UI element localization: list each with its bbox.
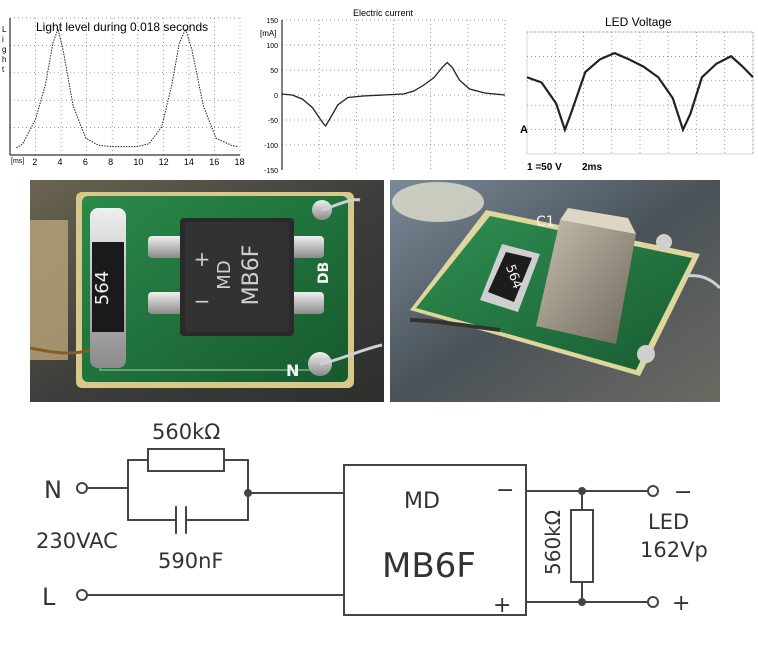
light-ylabel: Light — [2, 25, 7, 74]
smd-capacitor-top — [560, 208, 636, 234]
current-y-tick-label: 50 — [270, 68, 278, 75]
voltage-series-line — [526, 51, 754, 134]
bridge-box — [343, 464, 527, 616]
smd-resistor — [488, 252, 532, 302]
light-x-tick-label: 2 — [32, 157, 37, 167]
photo-left-svg: 564 MD MB6F + − DB N — [30, 180, 384, 402]
led-lens — [392, 182, 484, 222]
light-ylabel-letter: i — [2, 35, 4, 44]
label-resistor-top: 560kΩ — [152, 420, 220, 444]
circuit-schematic: N L 230VAC 560kΩ 590nF MD MB6F − + 560kΩ… — [0, 405, 758, 648]
voltage-time: 2ms — [582, 162, 602, 173]
board-mark-n: N — [286, 361, 299, 380]
label-led: LED — [648, 510, 689, 534]
light-x-tick-label: 16 — [209, 157, 219, 167]
current-y-tick-label: -100 — [264, 143, 278, 150]
schematic-svg: N L 230VAC 560kΩ 590nF MD MB6F − + 560kΩ… — [36, 420, 708, 618]
resistor-right-symbol — [570, 509, 594, 583]
current-unit: [mA] — [260, 29, 276, 38]
terminal-n — [76, 482, 88, 494]
photo-capacitor-board: 564 C1 — [390, 180, 720, 402]
label-out-plus: + — [672, 591, 690, 616]
label-resistor-right: 560kΩ — [541, 510, 565, 575]
terminal-out-plus — [647, 596, 659, 608]
solder-joint — [637, 345, 655, 363]
board-mark-db: DB — [316, 262, 332, 284]
light-x-tick-label: 4 — [58, 157, 63, 167]
current-y-tick-label: 100 — [266, 43, 278, 50]
chip-minus-mark: − — [194, 289, 211, 313]
lead-wire — [685, 274, 720, 290]
light-grid — [10, 17, 241, 155]
light-ylabel-letter: t — [2, 65, 5, 74]
light-x-ticks: 2 4 6 8 10 12 14 16 18 — [32, 157, 244, 167]
current-series-line — [281, 61, 506, 128]
photo-bridge-rectifier: 564 MD MB6F + − DB N — [30, 180, 384, 402]
chip-label-mb6f: MB6F — [239, 245, 264, 306]
light-chart: Light level during 0.018 seconds Light [… — [2, 17, 244, 167]
light-ylabel-letter: g — [2, 45, 6, 54]
chip-leg — [148, 292, 190, 314]
label-chip-minus: − — [496, 478, 514, 503]
label-voltage: 230VAC — [36, 529, 118, 553]
charts-svg: Light level during 0.018 seconds Light [… — [2, 8, 754, 175]
label-n: N — [44, 476, 62, 504]
light-x-tick-label: 14 — [184, 157, 194, 167]
voltage-scale: 1 =50 V — [527, 162, 562, 173]
chip-leg — [148, 236, 190, 258]
photo-right-svg: 564 C1 — [390, 180, 720, 402]
light-title: Light level during 0.018 seconds — [36, 20, 208, 34]
lead-wire — [319, 343, 383, 366]
light-unit: [ms] — [11, 158, 24, 165]
voltage-marker: A — [520, 124, 528, 136]
current-grid — [282, 19, 506, 170]
light-ylabel-letter: h — [2, 55, 6, 64]
cap-silkscreen-label: C1 — [536, 214, 555, 230]
label-led-voltage: 162Vp — [640, 538, 708, 562]
voltage-grid — [527, 31, 754, 154]
current-y-tick-label: -150 — [264, 168, 278, 175]
label-chip-mb6f: MB6F — [382, 546, 476, 586]
resistor-code: 564 — [92, 271, 113, 305]
current-y-tick-label: -50 — [268, 118, 278, 125]
terminal-l — [76, 589, 88, 601]
black-wire — [409, 318, 501, 332]
resistor-top-symbol — [147, 448, 225, 472]
light-series-line — [16, 27, 238, 149]
light-x-tick-label: 10 — [133, 157, 143, 167]
label-l: L — [42, 583, 56, 611]
current-y-tick-label: 150 — [266, 18, 278, 25]
current-chart: Electric current [mA] 150 100 50 0 -50 -100 -1… — [260, 8, 506, 175]
chip-label-md: MD — [214, 260, 235, 289]
current-title: Electric current — [353, 8, 414, 18]
solder-joint — [656, 234, 672, 250]
voltage-title: LED Voltage — [605, 15, 672, 29]
light-ylabel-letter: L — [2, 25, 7, 34]
light-x-tick-label: 12 — [159, 157, 169, 167]
label-capacitor: 590nF — [158, 549, 223, 573]
light-x-tick-label: 8 — [108, 157, 113, 167]
current-y-tick-label: 0 — [274, 93, 278, 100]
label-out-minus: − — [674, 480, 692, 505]
label-chip-plus: + — [493, 593, 511, 618]
wood-support — [30, 220, 68, 360]
copper-wire — [30, 346, 91, 355]
light-x-tick-label: 18 — [234, 157, 244, 167]
label-chip-md: MD — [404, 489, 440, 514]
chip-plus-mark: + — [194, 247, 211, 271]
smd-capacitor — [536, 220, 636, 344]
smd-resistor — [92, 242, 124, 332]
light-x-tick-label: 6 — [83, 157, 88, 167]
bridge-chip-top — [185, 222, 289, 332]
lead-wire — [321, 198, 361, 212]
voltage-chart: LED Voltage A 1 =50 V 2ms — [520, 15, 754, 173]
current-y-ticks: 150 100 50 0 -50 -100 -150 — [264, 18, 278, 175]
terminal-out-minus — [647, 485, 659, 497]
